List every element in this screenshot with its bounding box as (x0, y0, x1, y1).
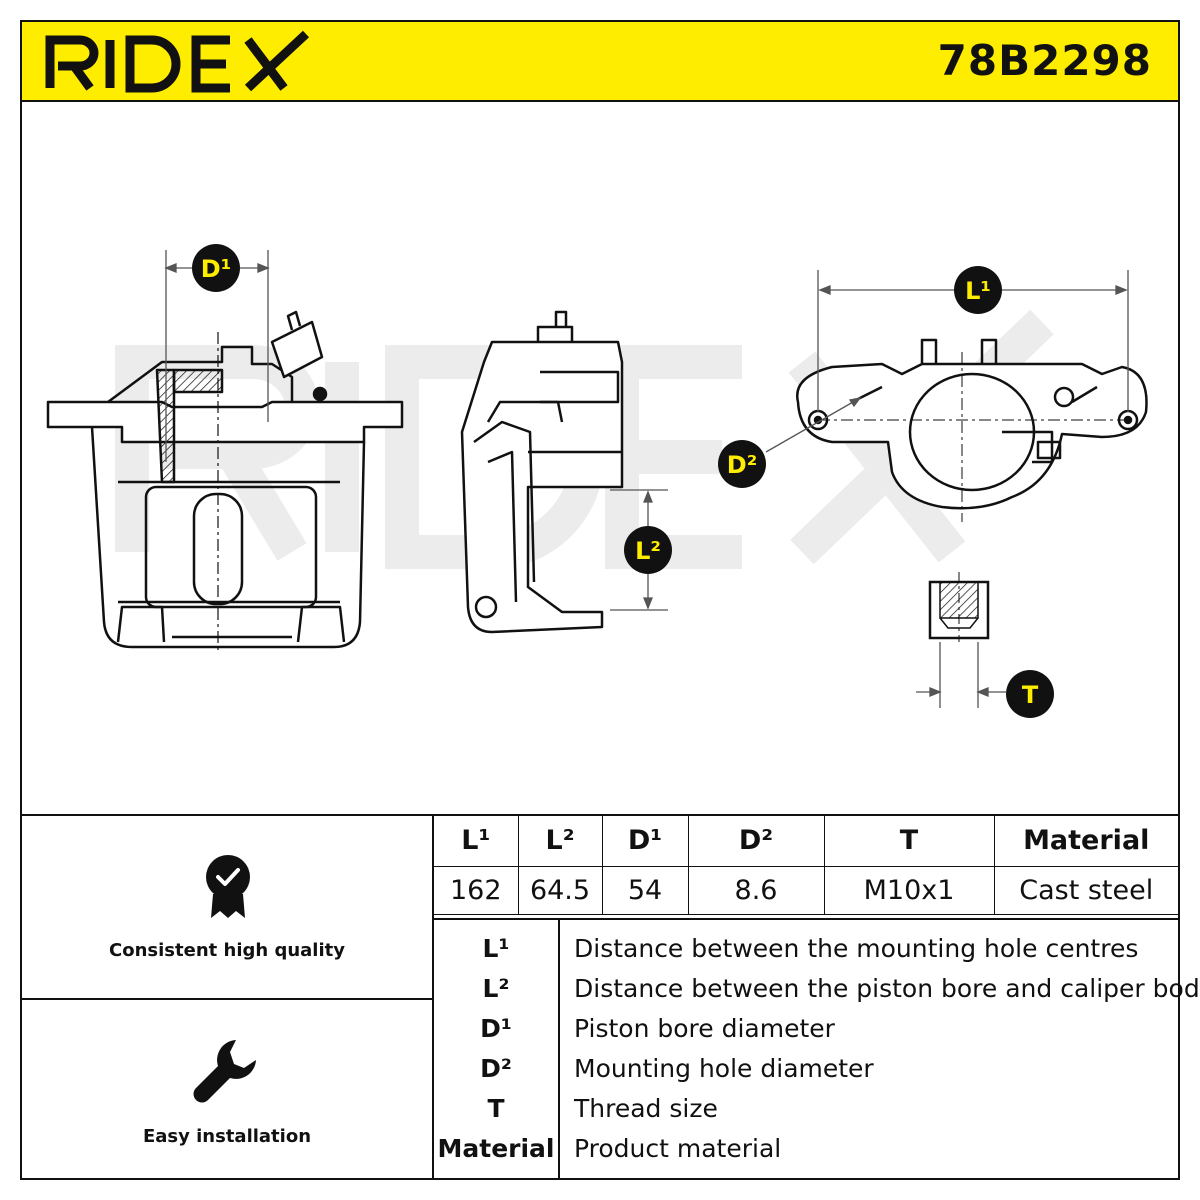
svg-text:L²: L² (635, 537, 661, 565)
legend-row: L¹ Distance between the mounting hole ce… (434, 934, 1178, 974)
d1-badge: D¹ (192, 244, 240, 292)
product-sheet: 78B2298 (20, 20, 1200, 1180)
ridex-logo (45, 30, 310, 93)
spec-header-l2: L² (517, 816, 603, 867)
svg-text:D¹: D¹ (201, 255, 231, 283)
legend-row: Material Product material (434, 1134, 1178, 1174)
info-section: Consistent high quality Easy installatio… (22, 814, 1200, 1178)
legend-key: D¹ (480, 1014, 512, 1043)
caliper-side-view (460, 310, 624, 634)
spec-value-l2: 64.5 (517, 865, 603, 915)
feature-installation: Easy installation (22, 1000, 432, 1178)
legend-desc: Product material (574, 1134, 782, 1163)
feature-installation-label: Easy installation (142, 1126, 312, 1147)
feature-quality-label: Consistent high quality (109, 940, 345, 961)
legend-key: D² (480, 1054, 512, 1083)
legend-key: T (487, 1094, 505, 1123)
svg-text:D²: D² (727, 451, 757, 479)
vertical-divider (432, 816, 434, 1178)
caliper-front-view (46, 310, 404, 654)
spec-value-d2: 8.6 (687, 865, 825, 915)
legend-key: Material (437, 1134, 555, 1163)
technical-drawing: D¹ L² (46, 244, 1148, 718)
legend-divider (558, 920, 560, 1178)
legend-key: L¹ (482, 934, 510, 963)
legend-key: L² (482, 974, 510, 1003)
svg-text:T: T (1022, 681, 1039, 709)
legend-desc: Mounting hole diameter (574, 1054, 874, 1083)
legend-row: D² Mounting hole diameter (434, 1054, 1178, 1094)
legend: L¹ Distance between the mounting hole ce… (434, 920, 1200, 1178)
t-badge: T (1006, 670, 1054, 718)
l2-badge: L² (624, 526, 672, 574)
dimension-t (916, 642, 1006, 708)
spec-header-d1: D¹ (601, 816, 689, 867)
part-number: 78B2298 (937, 36, 1152, 85)
svg-text:L¹: L¹ (965, 277, 991, 305)
spec-header-d2: D² (687, 816, 825, 867)
legend-row: L² Distance between the piston bore and … (434, 974, 1200, 1014)
spec-value-t: M10x1 (823, 865, 995, 915)
legend-row: D¹ Piston bore diameter (434, 1014, 1178, 1054)
legend-row: T Thread size (434, 1094, 1178, 1134)
spec-header-l1: L¹ (434, 816, 519, 867)
table-divider (434, 918, 1178, 920)
l1-badge: L¹ (954, 266, 1002, 314)
spec-header-t: T (823, 816, 995, 867)
d2-badge: D² (718, 440, 766, 488)
spec-table: L¹ L² D¹ D² T Material 162 64.5 54 8.6 M… (434, 816, 1178, 915)
header-bar: 78B2298 (22, 22, 1178, 102)
caliper-top-view (795, 338, 1148, 522)
dimension-d2 (765, 397, 862, 453)
spec-value-row: 162 64.5 54 8.6 M10x1 Cast steel (434, 865, 1178, 915)
legend-desc: Distance between the piston bore and cal… (574, 974, 1200, 1003)
legend-desc: Piston bore diameter (574, 1014, 835, 1043)
spec-value-material: Cast steel (993, 865, 1178, 915)
wrench-icon (193, 1040, 256, 1103)
thread-detail (928, 572, 990, 642)
spec-value-d1: 54 (601, 865, 689, 915)
dimension-d1 (164, 250, 270, 462)
quality-badge-icon (206, 855, 250, 918)
spec-value-l1: 162 (434, 865, 519, 915)
spec-header-material: Material (993, 816, 1178, 867)
feature-quality: Consistent high quality (22, 816, 432, 1000)
legend-desc: Distance between the mounting hole centr… (574, 934, 1139, 963)
legend-desc: Thread size (574, 1094, 718, 1123)
spec-header-row: L¹ L² D¹ D² T Material (434, 816, 1178, 867)
